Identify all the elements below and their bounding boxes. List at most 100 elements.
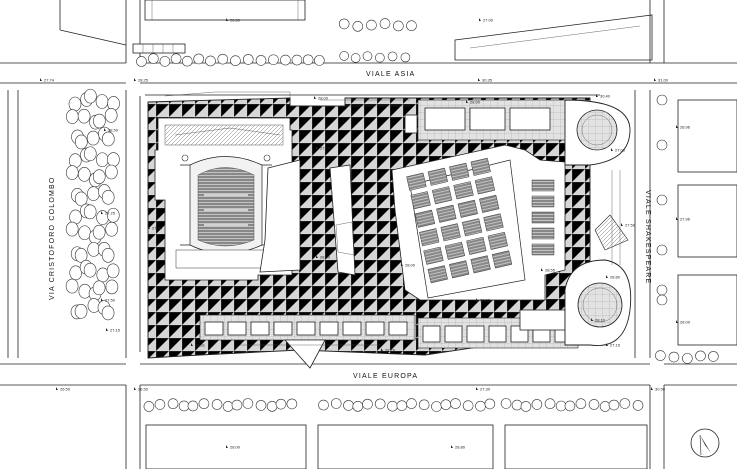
svg-text:27.30: 27.30 <box>152 226 163 231</box>
seat-block <box>466 236 487 255</box>
tree <box>65 278 79 294</box>
svg-text:28.80: 28.80 <box>610 275 621 280</box>
elevation-marker: 27.00 <box>479 18 494 23</box>
tree <box>682 353 693 364</box>
tree <box>106 263 120 279</box>
svg-text:28.25: 28.25 <box>138 78 149 83</box>
tree <box>314 55 325 66</box>
tree <box>655 350 666 361</box>
tree <box>400 52 411 63</box>
tree <box>275 398 287 410</box>
seat-block <box>444 241 466 260</box>
svg-text:28.00: 28.00 <box>470 100 481 105</box>
tree <box>107 152 120 167</box>
tree <box>396 400 408 411</box>
svg-text:28.00: 28.00 <box>405 263 416 268</box>
seat-block <box>410 191 431 210</box>
tree <box>77 108 91 124</box>
tree <box>656 284 668 296</box>
svg-text:27.50: 27.50 <box>625 223 636 228</box>
elevation-marker: 28.00 <box>314 96 329 101</box>
tree <box>217 53 229 65</box>
elevation-marker: 27.74 <box>40 78 55 83</box>
tree <box>193 53 204 65</box>
auditorium-seating <box>175 154 277 269</box>
tree <box>205 55 216 67</box>
tree <box>181 55 193 67</box>
elevation-marker: 28.96 <box>676 125 691 130</box>
tree <box>92 280 106 296</box>
svg-text:28.00: 28.00 <box>320 255 331 260</box>
tree <box>708 351 719 362</box>
tree <box>330 398 342 409</box>
elevation-marker: 31.00 <box>654 78 669 83</box>
tree <box>87 186 100 201</box>
svg-text:27.50: 27.50 <box>320 146 331 151</box>
tree <box>619 398 631 409</box>
tree <box>104 108 118 123</box>
seat-block <box>457 199 478 218</box>
tree <box>255 55 267 66</box>
svg-text:30.50: 30.50 <box>655 387 666 392</box>
street-label-east: VIALE SHAKESPEARE <box>644 190 651 284</box>
elevation-marker: 28.00 <box>676 320 691 325</box>
tree <box>143 401 155 412</box>
tree <box>78 225 91 241</box>
elevation-marker: 27.96 <box>676 217 691 222</box>
svg-text:27.74: 27.74 <box>44 78 55 83</box>
tree <box>65 165 79 180</box>
tree <box>406 398 417 409</box>
street-labels: VIALE ASIA VIALE EUROPA VIALE SHAKESPEAR… <box>49 71 651 380</box>
tree <box>105 164 118 180</box>
tree <box>352 401 364 412</box>
tree <box>544 398 556 410</box>
tree <box>74 248 88 263</box>
tree <box>286 398 298 410</box>
elevation-marker: 26.50 <box>134 387 149 392</box>
tree <box>74 304 88 319</box>
tree <box>656 294 668 306</box>
seat-block <box>449 162 470 181</box>
tree <box>484 398 496 410</box>
svg-text:27.96: 27.96 <box>680 217 691 222</box>
svg-text:28.70: 28.70 <box>385 348 396 353</box>
tree <box>83 204 97 220</box>
seat-block <box>461 218 483 237</box>
tree <box>338 18 350 30</box>
elevation-marker: 27.00 <box>611 148 626 153</box>
svg-text:28.80: 28.80 <box>455 445 466 450</box>
seat-block <box>483 213 504 232</box>
svg-text:28.00: 28.00 <box>318 96 329 101</box>
svg-text:28.10: 28.10 <box>595 318 606 323</box>
svg-text:26.50: 26.50 <box>60 387 71 392</box>
elevation-marker: 27.15 <box>106 328 121 333</box>
tree <box>575 398 587 410</box>
elevation-marker: 28.10 <box>591 318 606 323</box>
tree <box>291 54 303 66</box>
seat-block <box>531 195 555 208</box>
tree <box>101 189 115 205</box>
elevation-marker: 27.30 <box>148 226 163 231</box>
tree <box>656 94 668 106</box>
elevation-marker: 28.00 <box>401 263 416 268</box>
tree <box>83 262 97 278</box>
seat-block <box>427 265 448 284</box>
elevation-marker: 28.55 <box>541 268 556 273</box>
tree <box>69 265 83 281</box>
svg-text:28.80: 28.80 <box>230 18 241 23</box>
seat-block <box>423 246 444 265</box>
seat-block <box>470 255 491 274</box>
tree <box>86 130 100 146</box>
tree <box>366 19 377 31</box>
tree <box>154 399 166 410</box>
tree <box>440 399 452 411</box>
tree <box>211 399 223 410</box>
tree <box>84 88 97 104</box>
tree <box>387 51 398 62</box>
elevation-marker: 26.50 <box>56 387 71 392</box>
tree <box>280 54 291 66</box>
seat-block <box>427 167 448 186</box>
svg-text:27.25: 27.25 <box>105 211 116 216</box>
svg-text:27.15: 27.15 <box>110 328 121 333</box>
